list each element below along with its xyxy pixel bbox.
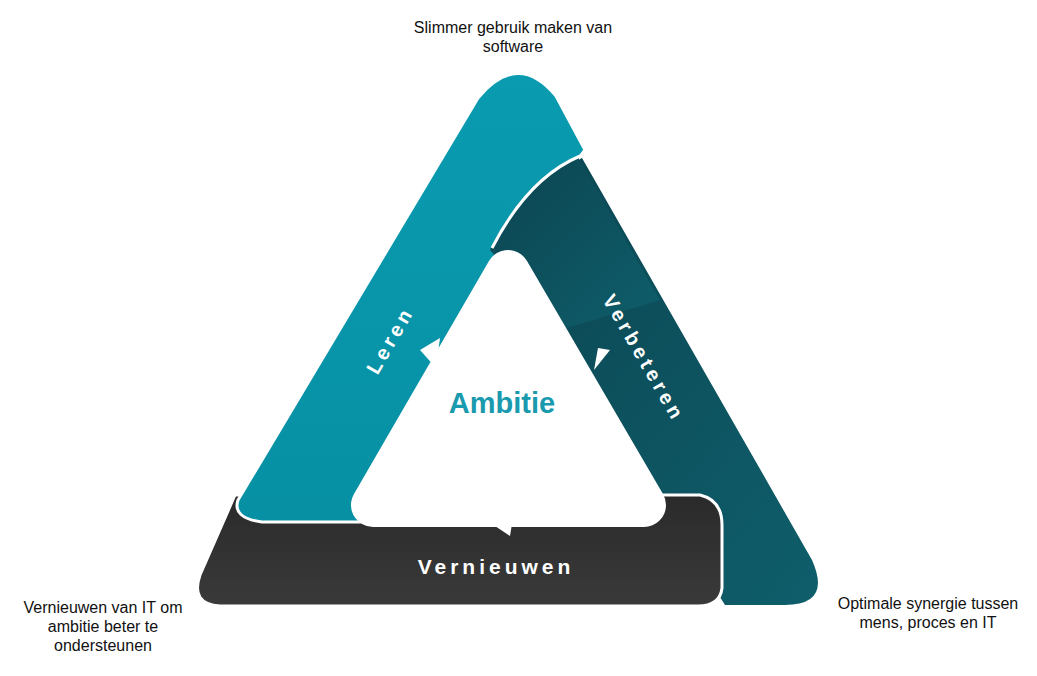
center-label: Ambitie <box>449 388 555 420</box>
band-node: Vernieuwen <box>418 555 575 578</box>
ambition-shape: Ambitie <box>449 388 555 420</box>
arrow-tip <box>492 524 512 536</box>
corner-note: Optimale synergie tussen mens, proces en… <box>833 594 1023 632</box>
corner-note: Vernieuwen van IT om ambitie beter te on… <box>8 598 198 655</box>
band-edge <box>492 156 580 248</box>
band-label: Vernieuwen <box>418 555 575 578</box>
arrow-tip <box>594 348 610 370</box>
arrow-tip <box>420 338 440 368</box>
corner-note: Slimmer gebruik maken van software <box>408 18 618 56</box>
